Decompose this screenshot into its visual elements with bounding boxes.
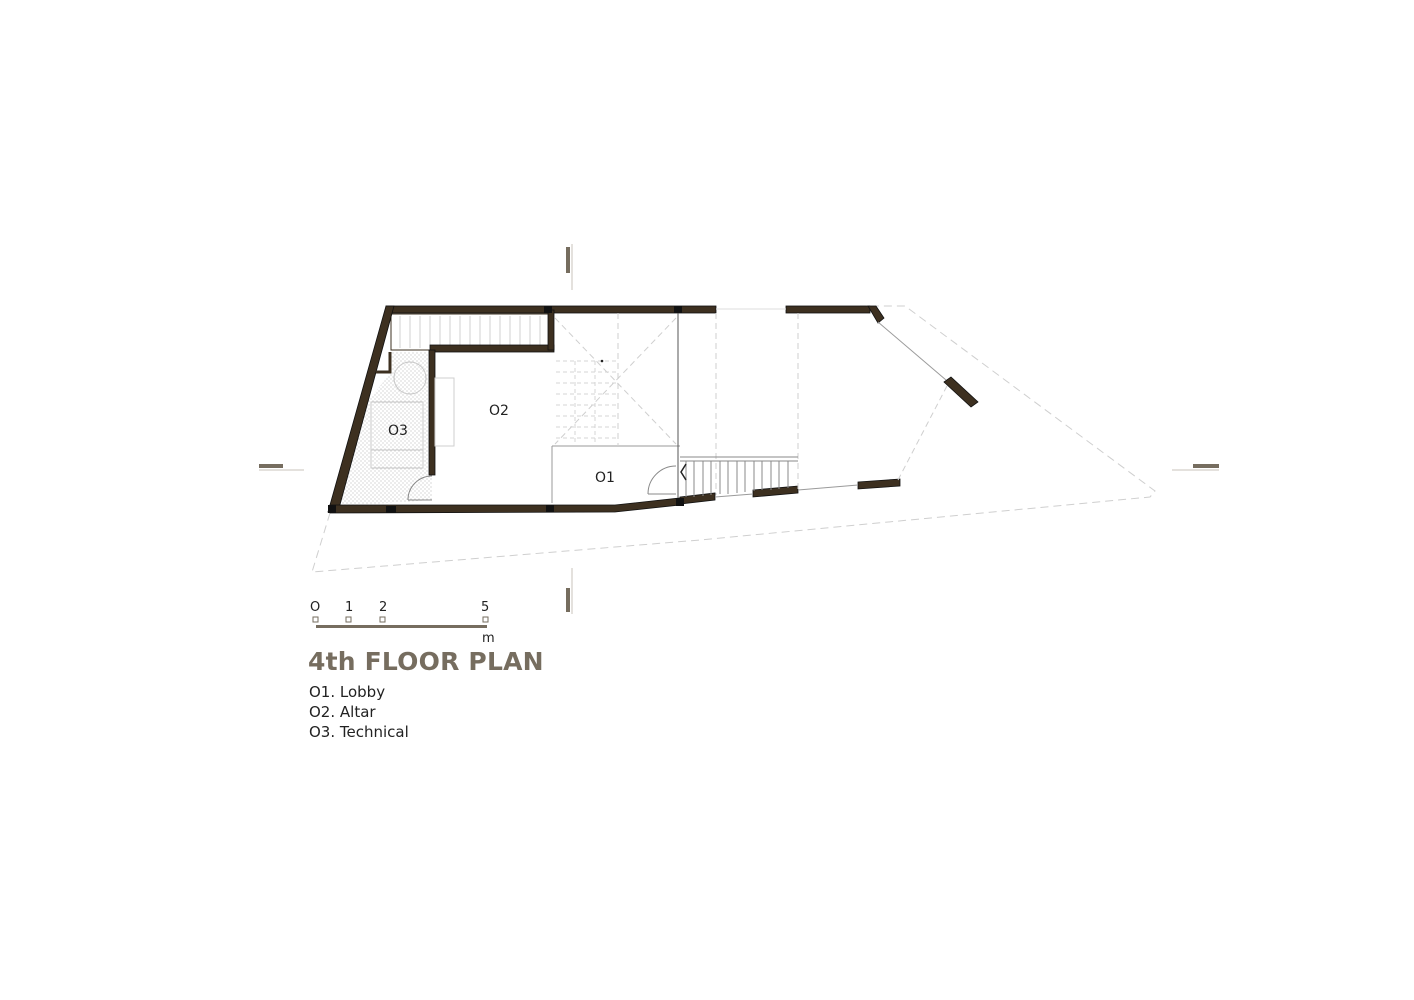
section-marker-bottom xyxy=(566,588,570,612)
scale-unit: m xyxy=(482,631,495,646)
scale-tick-2: 2 xyxy=(379,600,388,615)
water-tank xyxy=(393,361,427,395)
legend-item-altar: O2. Altar xyxy=(309,703,376,721)
section-markers xyxy=(259,244,1219,614)
section-marker-top xyxy=(566,247,570,273)
room-legend: O1. Lobby O2. Altar O3. Technical xyxy=(309,682,409,742)
room-label-altar: O2 xyxy=(489,403,509,419)
equipment-box xyxy=(370,401,424,469)
scale-tick-1: 1 xyxy=(345,600,354,615)
room-label-technical: O3 xyxy=(388,423,408,439)
section-marker-right xyxy=(1193,464,1219,468)
scale-bar xyxy=(312,616,489,628)
legend-item-lobby: O1. Lobby xyxy=(309,683,386,701)
room-label-lobby: O1 xyxy=(595,470,615,486)
site-boundary xyxy=(311,305,1156,573)
scale-tick-5: 5 xyxy=(481,600,490,615)
altar-table xyxy=(434,377,455,447)
doors xyxy=(407,463,687,501)
plan-title: 4th FLOOR PLAN xyxy=(308,647,544,676)
scale-tick-0: O xyxy=(310,600,321,615)
thin-lines xyxy=(551,308,947,503)
section-marker-left xyxy=(259,464,283,468)
legend-item-technical: O3. Technical xyxy=(309,723,409,741)
